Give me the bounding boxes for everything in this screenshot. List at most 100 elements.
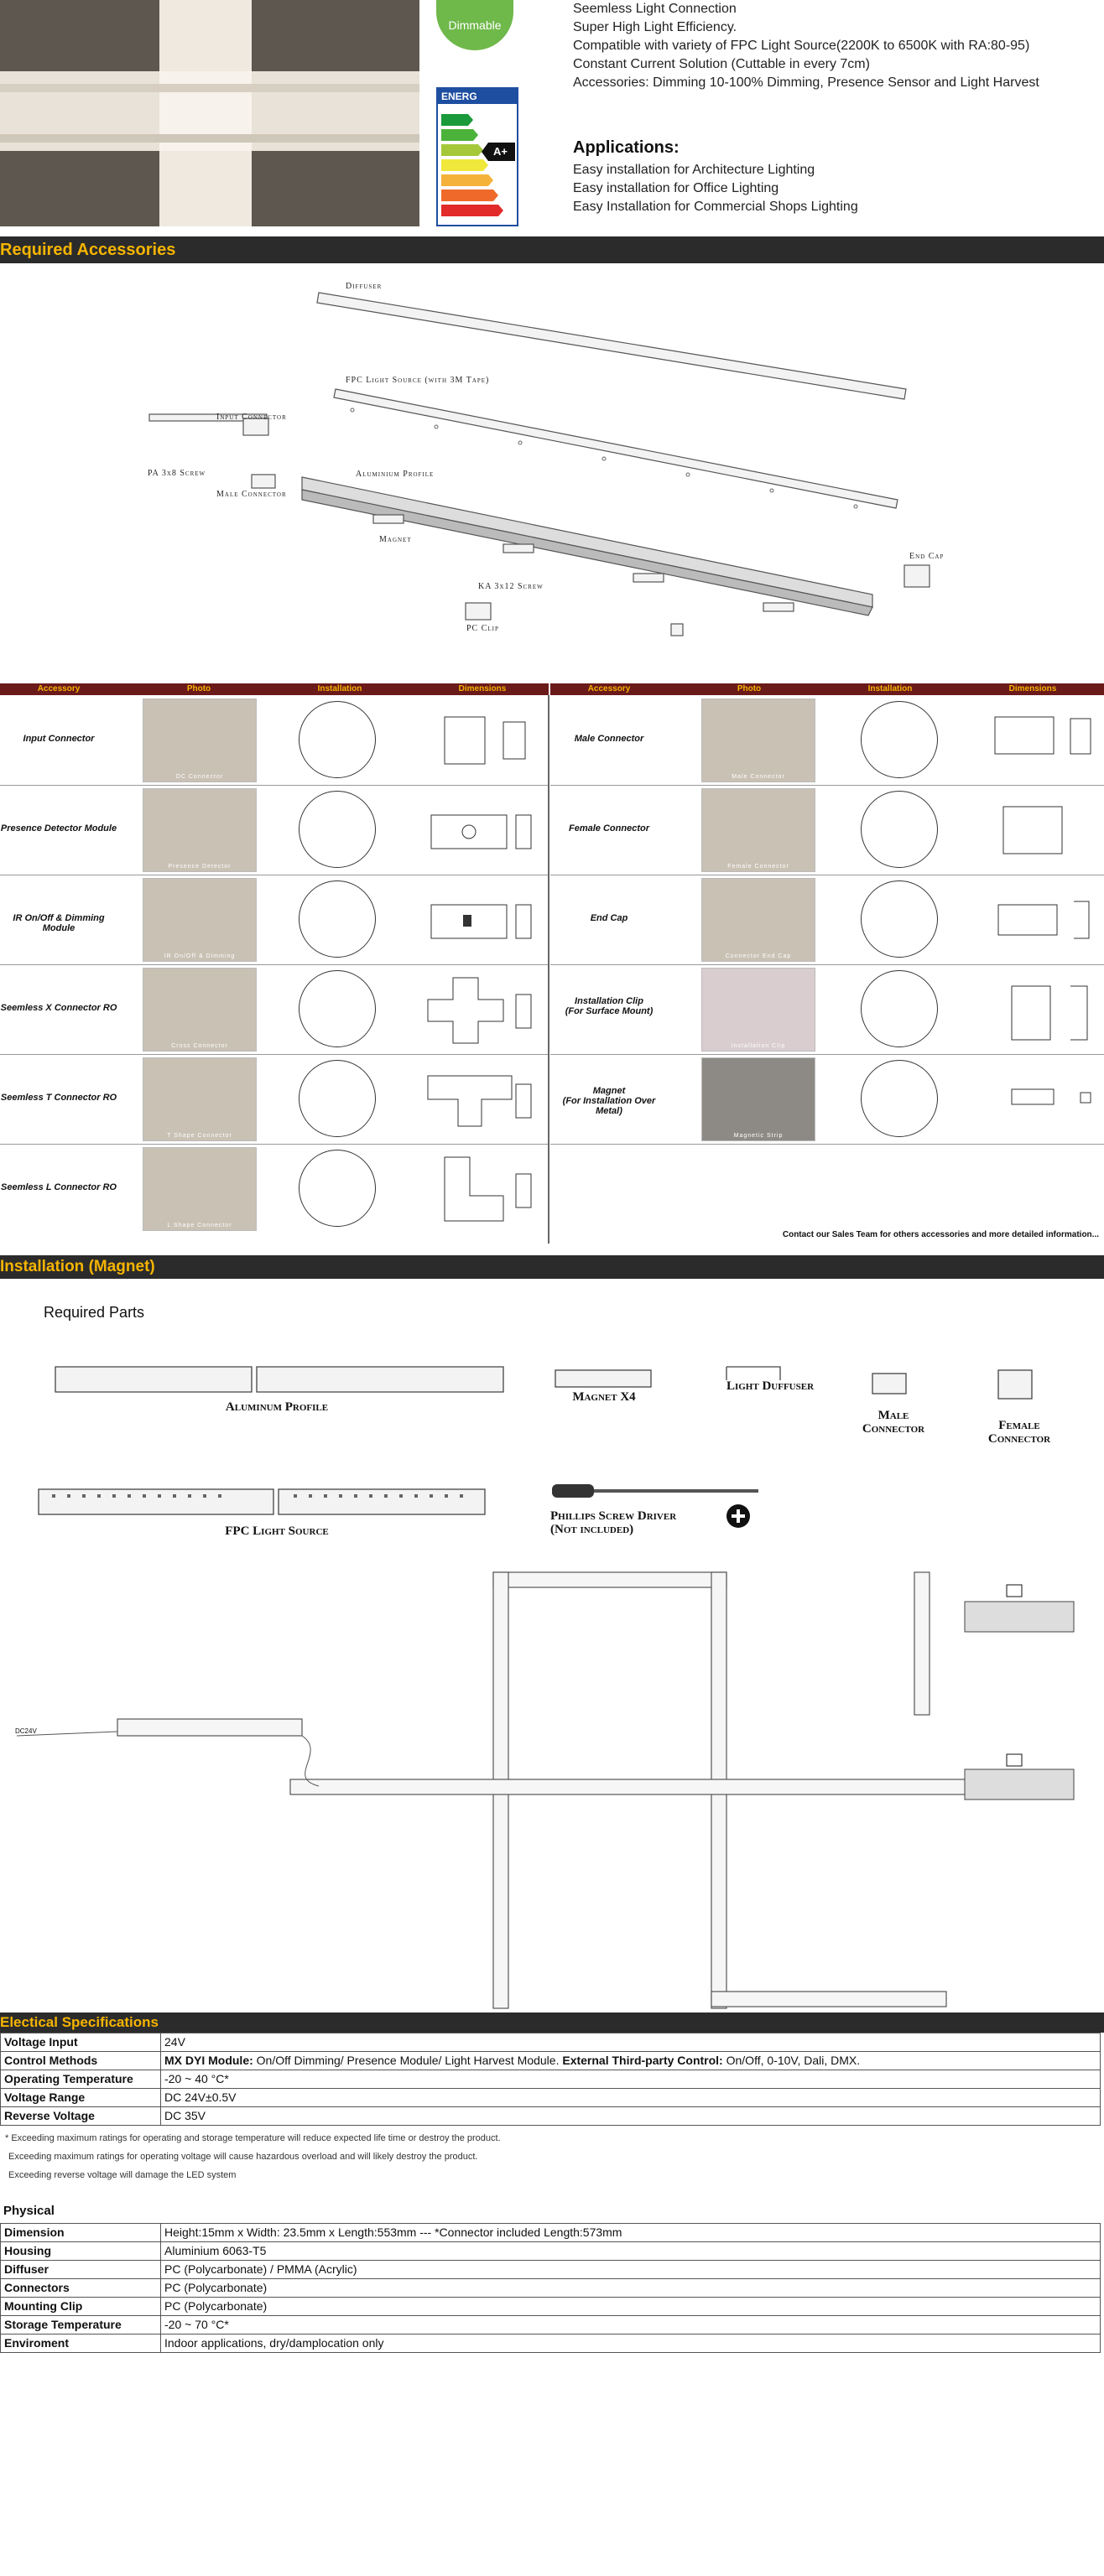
spec-key: Operating Temperature [0, 2070, 161, 2089]
feature-item: Accessories: Dimming 10-100% Dimming, Pr… [573, 75, 1039, 90]
accessory-photo: Presence Detector [143, 788, 257, 872]
spec-note: * Exceeding maximum ratings for operatin… [5, 2133, 501, 2143]
spec-key: Diffuser [0, 2260, 161, 2279]
accessory-photo: DC Connector [143, 699, 257, 782]
spec-value-part: On/Off, 0-10V, Dali, DMX. [722, 2054, 861, 2067]
photo-caption: Female Connector [727, 864, 789, 870]
dimension-drawing [444, 1156, 532, 1222]
accessory-name-sub: (For Installation Over Metal) [562, 1096, 656, 1116]
dc-label: DC24V [15, 1727, 37, 1735]
table-row: Seemless X Connector RO Cross Connector [0, 964, 548, 1055]
installation-drawing [861, 701, 938, 778]
accessory-name-sub: (For Surface Mount) [565, 1006, 654, 1016]
accessory-photo: Female Connector [701, 788, 815, 872]
feature-item: Constant Current Solution (Cuttable in e… [573, 57, 870, 71]
label-magnet: Magnet [379, 535, 412, 544]
spec-value-part: MX DYI Module: [164, 2054, 253, 2067]
spec-value: 24V [160, 2033, 1101, 2052]
photo-caption: Magnetic Strip [733, 1133, 784, 1139]
electrical-header: Electical Specifications [0, 2012, 1104, 2033]
photo-caption: DC Connector [175, 774, 224, 780]
accessory-name: Male Connector [574, 734, 644, 744]
part-female-connector: Female Connector [987, 1419, 1051, 1446]
part-aluminum-profile: Aluminum Profile [225, 1400, 329, 1414]
accessory-name: Presence Detector Module [0, 823, 117, 834]
part-fpc: FPC Light Source [225, 1524, 329, 1538]
spec-key: Reverse Voltage [0, 2106, 161, 2126]
spec-key: Storage Temperature [0, 2315, 161, 2334]
accessory-name: Installation Clip (For Surface Mount) [550, 996, 668, 1016]
table-row: Seemless T Connector RO T Shape Connecto… [0, 1054, 548, 1145]
dimension-drawing [1011, 985, 1088, 1041]
photo-caption: Male Connector [732, 774, 785, 780]
table-row: Storage Temperature-20 ~ 70 °C* [0, 2315, 1101, 2334]
accessory-table: Accessory Photo Installation Dimensions … [0, 683, 1104, 1244]
accessory-photo: Male Connector [701, 699, 815, 782]
dimension-drawing [997, 901, 1090, 939]
accessory-photo: T Shape Connector [143, 1057, 257, 1141]
table-row: Reverse Voltage DC 35V [0, 2106, 1101, 2126]
photo-caption: Cross Connector [171, 1043, 228, 1049]
accessory-name: End Cap [590, 913, 628, 923]
dimension-drawing [427, 1075, 532, 1127]
spec-value: PC (Polycarbonate) [160, 2278, 1101, 2298]
table-row: End Cap Connector End Cap [550, 875, 1104, 965]
energy-label: ENERG A+ [436, 87, 518, 226]
spec-value: MX DYI Module: On/Off Dimming/ Presence … [160, 2051, 1101, 2070]
label-pc-clip: PC Clip [466, 624, 499, 633]
dimension-drawing [430, 904, 532, 939]
header-accessory: Accessory [587, 684, 631, 693]
required-accessories-header: Required Accessories [0, 236, 1104, 263]
table-header-right: Accessory Photo Installation Dimensions [550, 683, 1104, 695]
required-accessories-title: Required Accessories [0, 241, 176, 259]
energy-rating: A+ [493, 145, 508, 158]
energy-label-title: ENERG [438, 89, 517, 104]
header-photo: Photo [737, 684, 762, 693]
table-footer: Contact our Sales Team for others access… [782, 1230, 1099, 1239]
application-item: Easy installation for Office Lighting [573, 181, 779, 195]
label-male-connector: Male Connector [216, 490, 287, 499]
accessory-photo: Cross Connector [143, 968, 257, 1052]
part-screwdriver-note: (Not included) [550, 1523, 634, 1536]
table-row: Seemless L Connector RO L Shape Connecto… [0, 1144, 548, 1233]
product-photo [0, 0, 419, 226]
installation-layout-drawing [16, 1571, 1075, 2009]
spec-value: PC (Polycarbonate) [160, 2297, 1101, 2316]
spec-value: Height:15mm x Width: 23.5mm x Length:553… [160, 2223, 1101, 2242]
photo-caption: IR On/Off & Dimming [164, 953, 236, 959]
header-photo: Photo [186, 684, 211, 693]
label-input-connector: Input Connector [216, 413, 287, 422]
spec-value: -20 ~ 70 °C* [160, 2315, 1101, 2334]
exploded-diagram: Diffuser FPC Light Source (with 3M Tape)… [0, 263, 1104, 679]
table-row: Voltage Range DC 24V±0.5V [0, 2088, 1101, 2107]
label-fpc: FPC Light Source (with 3M Tape) [346, 376, 490, 385]
physical-title: Physical [3, 2204, 55, 2218]
electrical-table: Voltage Input 24V Control Methods MX DYI… [0, 2033, 1101, 2126]
spec-key: Mounting Clip [0, 2297, 161, 2316]
application-item: Easy installation for Architecture Light… [573, 163, 815, 177]
table-row: Presence Detector Module Presence Detect… [0, 785, 548, 875]
spec-key: Voltage Range [0, 2088, 161, 2107]
accessory-name-main: Magnet [592, 1086, 626, 1096]
table-row: Female Connector Female Connector [550, 785, 1104, 875]
table-row: IR On/Off & Dimming Module IR On/Off & D… [0, 875, 548, 965]
accessory-photo: Connector End Cap [701, 878, 815, 962]
installation-drawing [299, 701, 376, 778]
table-row: Voltage Input 24V [0, 2033, 1101, 2052]
spec-key: Dimension [0, 2223, 161, 2242]
photo-caption: Connector End Cap [725, 953, 792, 959]
label-end-cap: End Cap [909, 552, 945, 561]
table-row: Magnet (For Installation Over Metal) Mag… [550, 1054, 1104, 1145]
accessory-name: Female Connector [569, 823, 649, 834]
installation-drawing [861, 1060, 938, 1137]
accessory-name: Input Connector [23, 734, 95, 744]
spec-value: Indoor applications, dry/damplocation on… [160, 2334, 1101, 2353]
feature-item: Seemless Light Connection [573, 2, 737, 16]
label-ka-screw: KA 3x12 Screw [478, 582, 544, 591]
label-aluminium-profile: Aluminium Profile [356, 470, 435, 479]
